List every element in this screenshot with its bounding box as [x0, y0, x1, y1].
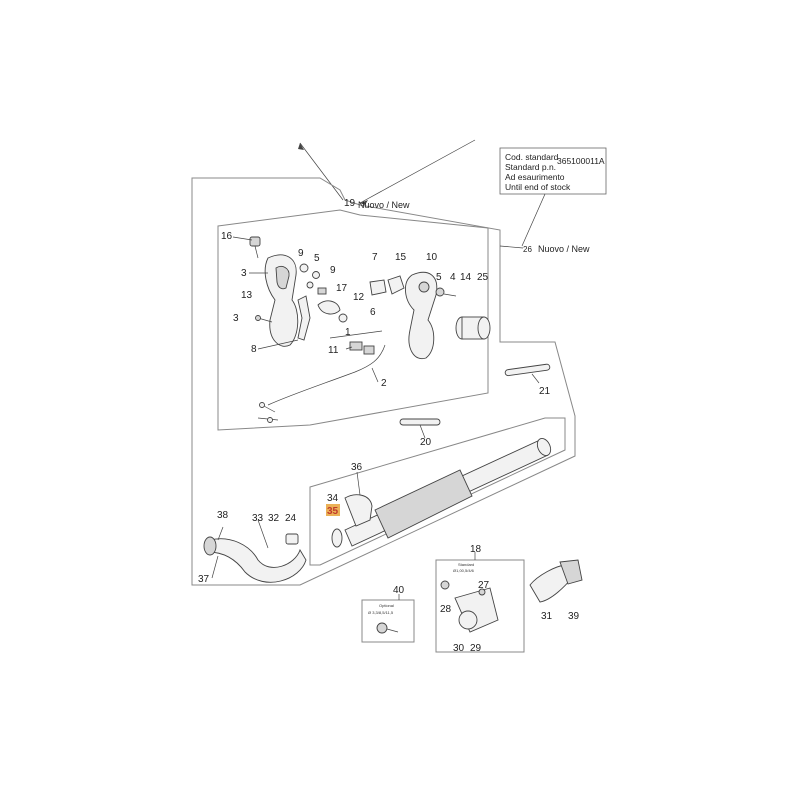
clamp-32 — [285, 533, 299, 545]
cone-nozzle-31-39 — [529, 559, 583, 603]
part-15 — [387, 275, 405, 295]
handle-group-frame — [217, 209, 489, 431]
label-39: 39 — [568, 611, 580, 622]
label-11: 11 — [328, 345, 339, 356]
nozzle-40 — [376, 622, 399, 634]
label-29: 29 — [470, 643, 482, 654]
label-31: 31 — [541, 611, 553, 622]
label-8: 8 — [251, 344, 257, 355]
part-40-box — [361, 599, 415, 643]
legend-line2: Standard p.n. — [505, 162, 556, 172]
leader-lines — [298, 139, 546, 247]
switch-17 — [317, 300, 341, 315]
legend-line1-label: Cod. standard — [505, 152, 559, 162]
optional-40-spec: Ø 3,3/8,5/11,5 — [368, 610, 394, 615]
label-32: 32 — [268, 513, 280, 524]
label-25: 25 — [477, 272, 489, 283]
label-5a: 5 — [314, 253, 320, 264]
label-2: 2 — [381, 378, 387, 389]
part-35-highlight — [326, 504, 340, 516]
standard-18-text: Standard — [458, 562, 474, 567]
handle-right-shell-10 — [405, 271, 438, 360]
label-3b: 3 — [233, 313, 239, 324]
label-40: 40 — [393, 585, 405, 596]
label-4: 4 — [450, 272, 456, 283]
legend-box: Cod. standard 365100011A Standard p.n. A… — [499, 147, 607, 195]
part-number-labels: 19 26 16 3 13 3 8 9 5 9 17 7 15 10 4 5 1… — [198, 198, 580, 654]
label-16: 16 — [221, 231, 233, 242]
label-17: 17 — [336, 283, 348, 294]
screw-16 — [249, 236, 261, 259]
tube-group-frame — [309, 417, 566, 566]
part-7 — [369, 279, 387, 296]
new-26-label: Nuovo / New — [538, 244, 590, 254]
tube-36 — [344, 438, 552, 547]
rod-20 — [399, 418, 441, 426]
label-20: 20 — [420, 437, 432, 448]
legend-line3: Ad esaurimento — [505, 172, 565, 182]
part-18-box — [435, 559, 525, 653]
label-34: 34 — [327, 493, 339, 504]
legend-line4: Until end of stock — [505, 182, 571, 192]
label-3a: 3 — [241, 268, 247, 279]
label-37: 37 — [198, 574, 210, 585]
outer-frame — [191, 177, 576, 586]
cable-2 — [257, 344, 386, 423]
connectors-11 — [349, 341, 375, 355]
handle-left-shell — [264, 254, 299, 347]
nozzle-18 — [440, 580, 499, 633]
label-14: 14 — [460, 272, 472, 283]
small-parts-5-9 — [299, 263, 327, 295]
label-12: 12 — [353, 292, 365, 303]
new-19-label: Nuovo / New — [358, 200, 410, 210]
label-33: 33 — [252, 513, 264, 524]
label-26: 26 — [523, 245, 532, 254]
label-28: 28 — [440, 604, 452, 615]
elbow-37 — [203, 536, 307, 583]
label-24: 24 — [285, 513, 297, 524]
label-18: 18 — [470, 544, 482, 555]
label-27: 27 — [478, 580, 490, 591]
sleeve-25 — [455, 316, 491, 340]
label-35: 35 — [327, 506, 339, 517]
trigger-8 — [297, 295, 311, 341]
label-9b: 9 — [330, 265, 336, 276]
label-13: 13 — [241, 290, 253, 301]
clamp-34 — [344, 494, 373, 527]
standard-18-spec: Ø1,00,5/4/6 — [453, 568, 475, 573]
ring-35 — [331, 528, 343, 548]
legend-line1-code: 365100011A — [557, 156, 605, 166]
screw-3 — [255, 315, 273, 323]
rod-21 — [504, 363, 551, 377]
optional-40-text: Optional — [379, 603, 394, 608]
callout-leaders — [211, 236, 540, 600]
ring-12 — [338, 313, 348, 323]
label-38: 38 — [217, 510, 229, 521]
label-15: 15 — [395, 252, 407, 263]
label-6: 6 — [370, 307, 376, 318]
label-1: 1 — [345, 327, 351, 338]
label-30: 30 — [453, 643, 465, 654]
label-10: 10 — [426, 252, 438, 263]
label-5b: 5 — [436, 272, 442, 283]
label-36: 36 — [351, 462, 363, 473]
label-7: 7 — [372, 252, 378, 263]
label-19: 19 — [344, 198, 356, 209]
label-9a: 9 — [298, 248, 304, 259]
label-21: 21 — [539, 386, 551, 397]
screws-4-14 — [435, 287, 457, 297]
